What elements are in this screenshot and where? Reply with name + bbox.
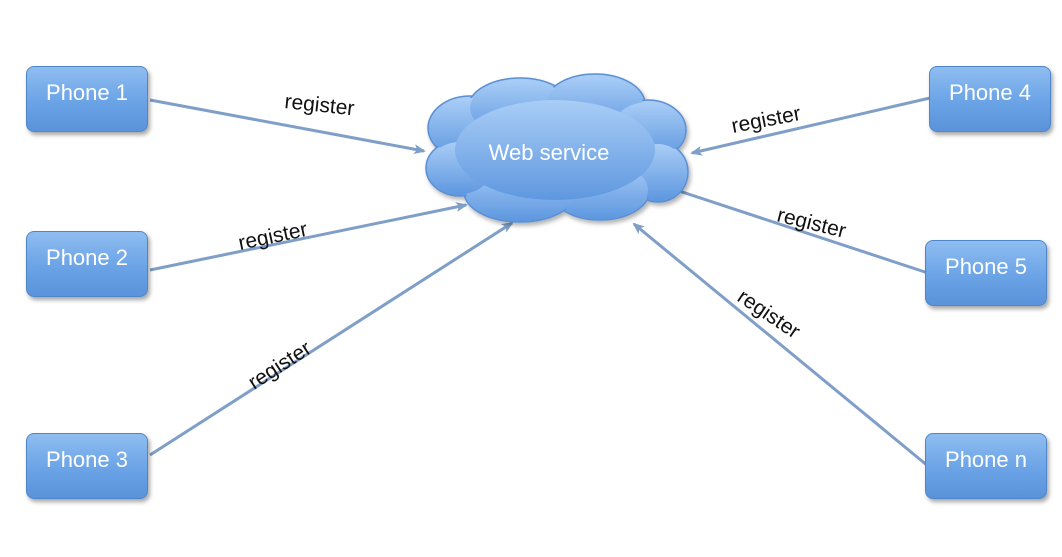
phone-1-label: Phone 1: [46, 80, 128, 105]
web-service-cloud[interactable]: Web service: [425, 73, 689, 223]
phone-2-node[interactable]: Phone 2: [26, 231, 148, 297]
edge-phone-4: [690, 96, 931, 156]
edges: [149, 96, 931, 468]
phone-3-label: Phone 3: [46, 447, 128, 472]
edge-label-phone-3: register: [244, 337, 315, 394]
phone-n-label: Phone n: [945, 447, 1027, 472]
edge-label-phone-5: register: [775, 204, 849, 243]
edge-phone-1: [149, 98, 426, 155]
edge-phone-3: [149, 221, 514, 457]
phone-5-label: Phone 5: [945, 254, 1027, 279]
edge-phone-2: [149, 202, 468, 272]
edge-phone-5: [662, 184, 929, 275]
phone-n-node[interactable]: Phone n: [925, 433, 1047, 499]
phone-5-node[interactable]: Phone 5: [925, 240, 1047, 306]
edge-phone-n: [632, 222, 929, 468]
phone-3-node[interactable]: Phone 3: [26, 433, 148, 499]
web-service-label: Web service: [489, 140, 610, 165]
phone-1-node[interactable]: Phone 1: [26, 66, 148, 132]
edge-label-phone-2: register: [236, 218, 309, 255]
edge-label-phone-1: register: [283, 90, 355, 120]
phone-4-label: Phone 4: [949, 80, 1031, 105]
phone-2-label: Phone 2: [46, 245, 128, 270]
phone-4-node[interactable]: Phone 4: [929, 66, 1051, 132]
edge-label-phone-4: register: [730, 102, 803, 138]
